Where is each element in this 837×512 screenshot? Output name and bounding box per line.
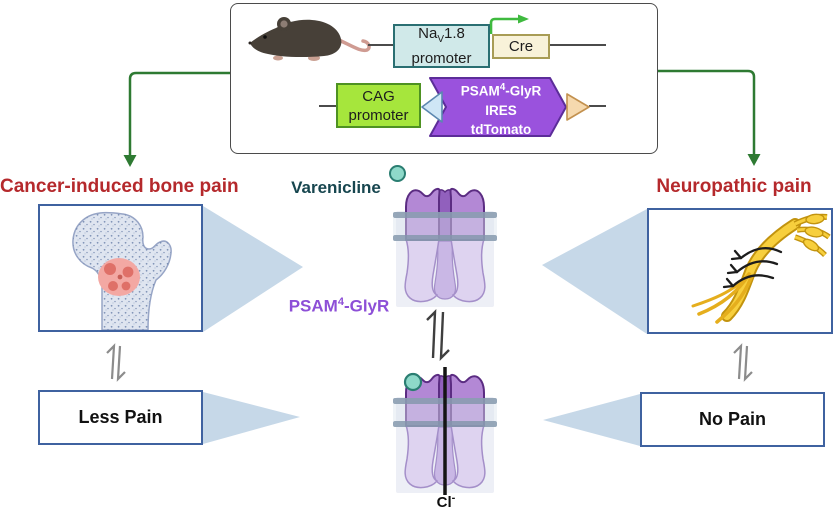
zoom-wedge-less-pain [203, 392, 300, 444]
connector-arrowhead-left-icon [123, 155, 137, 167]
construct-line-right-bottom [589, 105, 606, 107]
construct-line-right-top [550, 44, 606, 46]
cassette-shapes [421, 77, 590, 137]
less-pain-box: Less Pain [38, 390, 203, 445]
ligature-marks-icon [722, 247, 783, 289]
zoom-wedge-no-pain [543, 394, 640, 446]
receptor-unbound-icon [393, 187, 497, 307]
cre-label: Cre [508, 38, 534, 55]
cre-box: Cre [492, 34, 550, 59]
construct-line-left-top [368, 44, 393, 46]
psam-glyr-label: PSAM4-GlyR [288, 296, 390, 316]
cag-promoter-box: CAG promoter [336, 83, 421, 128]
no-pain-box: No Pain [640, 392, 825, 447]
chloride-label: Cl- [436, 492, 456, 511]
cassette-label: PSAM4-GlyR IRES tdTomato [434, 78, 568, 139]
less-pain-label: Less Pain [78, 407, 163, 427]
no-pain-label: No Pain [698, 409, 766, 429]
loxp-triangle-left-icon [421, 91, 443, 123]
receptor-bound-icon [393, 367, 497, 495]
injured-nerve-icon [691, 213, 831, 324]
construct-line-left-bottom [319, 105, 336, 107]
cag-promoter-label-line1: CAG [362, 87, 395, 105]
cassette-arrow [429, 77, 567, 137]
nav18-promoter-label-line1: NaV1.8 [418, 25, 465, 45]
varenicline-molecule-icon [389, 165, 406, 182]
bound-varenicline-icon [403, 372, 423, 392]
zoom-wedge-nerve [542, 209, 647, 334]
equilibrium-arrows-left-icon [106, 343, 126, 382]
varenicline-label: Varenicline [291, 178, 381, 197]
transcription-arrow-icon [489, 14, 529, 34]
loxp-triangle-right-icon [566, 93, 590, 121]
connector-arrowhead-right-icon [747, 154, 761, 166]
cag-promoter-label-line2: promoter [348, 106, 409, 124]
nav18-promoter-label-line2: promoter [411, 50, 472, 67]
bone-tumor-icon [72, 211, 172, 330]
equilibrium-arrows-center-icon [426, 308, 450, 362]
heading-neuropathic-pain: Neuropathic pain [656, 176, 812, 197]
cassette-label-line3: tdTomato [470, 121, 532, 137]
mouse-icon [248, 17, 371, 61]
equilibrium-arrows-right-icon [733, 343, 753, 382]
heading-cancer-bone-pain: Cancer-induced bone pain [0, 176, 239, 197]
connector-arrow-left [128, 71, 230, 155]
zoom-wedge-bone [203, 206, 303, 332]
cassette-label-line1: PSAM4-GlyR [460, 82, 542, 99]
psam-cassette: PSAM4-GlyR IRES tdTomato [420, 76, 596, 140]
nav18-promoter-box: NaV1.8 promoter [393, 24, 490, 68]
connector-arrow-right [656, 69, 756, 154]
cassette-label-line2: IRES [485, 102, 517, 118]
